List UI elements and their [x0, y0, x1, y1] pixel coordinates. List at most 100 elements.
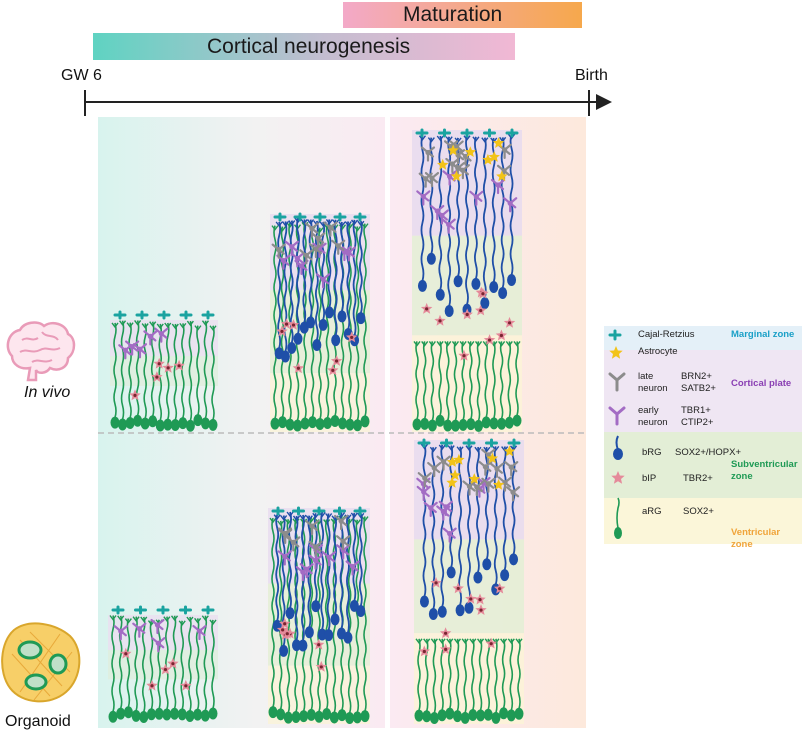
arg-endfoot — [194, 617, 202, 624]
late-neuron-soma — [312, 544, 319, 550]
arg-endfoot — [134, 320, 142, 326]
cajal-retzius-cell — [312, 506, 326, 516]
arg-endfoot — [156, 323, 164, 330]
early-neuron-soma — [446, 173, 453, 180]
brg-cell — [446, 566, 456, 579]
brg-cell — [337, 310, 347, 323]
astrocyte — [482, 153, 494, 165]
brg-cell — [304, 626, 314, 639]
cajal-retzius-cell — [201, 605, 215, 615]
arg-cell — [125, 416, 135, 429]
arg-endfoot — [423, 638, 431, 644]
arg-endfoot — [209, 325, 217, 331]
legend-cortical-plate: Cortical plate — [731, 378, 792, 389]
arg-fiber — [499, 341, 504, 419]
arg-cell — [506, 709, 516, 722]
arg-cell — [437, 709, 447, 722]
arg-cell — [322, 708, 332, 721]
arg-fiber — [278, 520, 283, 710]
early-neuron-soma — [312, 557, 319, 564]
arg-endfoot — [446, 638, 454, 644]
arg-fiber — [157, 619, 161, 709]
cajal-retzius-cell — [111, 605, 125, 615]
legend-brg-label: bRG — [642, 447, 662, 458]
arg-cell — [422, 710, 432, 723]
arg-endfoot — [505, 340, 513, 347]
legend-bip-label: bIP — [642, 473, 657, 484]
brg-fiber — [482, 137, 487, 299]
arg-fiber — [492, 341, 496, 419]
late-neuron-soma — [290, 539, 296, 545]
arg-cell — [133, 414, 143, 427]
arg-cell — [270, 417, 280, 430]
arg-cell — [276, 708, 286, 721]
early-neuron-soma — [147, 333, 153, 340]
early-neuron-soma — [350, 563, 356, 570]
bip-nucleus — [481, 292, 485, 296]
brg-endfoot — [472, 136, 480, 142]
arg-endfoot — [361, 516, 369, 522]
astrocyte — [449, 469, 461, 481]
brg-endfoot — [474, 446, 482, 453]
bip-nucleus — [425, 307, 429, 311]
cajal-retzius-cell — [485, 438, 498, 448]
bip-nucleus — [444, 647, 448, 651]
cajal-retzius-cell — [353, 212, 367, 222]
legend-early-line-2: neuron — [638, 417, 668, 428]
late-neuron-soma — [431, 465, 437, 471]
cajal-retzius-cell — [415, 128, 429, 138]
bip-nucleus — [291, 323, 296, 327]
brg-endfoot — [427, 137, 435, 143]
early-neuron-soma — [137, 346, 143, 352]
late-neuron-soma — [303, 252, 309, 258]
astrocyte — [446, 456, 459, 467]
cajal-retzius-cell — [134, 605, 147, 615]
brg-endfoot — [307, 219, 315, 225]
legend-cajal-icon — [608, 329, 622, 341]
arg-fiber — [126, 618, 131, 708]
brg-cell — [280, 350, 290, 363]
brg-cell — [417, 279, 427, 292]
arg-endfoot — [118, 320, 127, 326]
arg-fiber — [455, 638, 460, 712]
column-organoid-late — [414, 438, 524, 724]
arg-fiber — [273, 225, 277, 419]
svz-band — [110, 356, 218, 386]
arg-fiber — [181, 323, 185, 419]
arg-cell — [353, 419, 362, 432]
arg-fiber — [415, 341, 419, 420]
brg-cell — [292, 639, 301, 652]
brg-endfoot — [344, 221, 352, 227]
brg-endfoot — [325, 219, 333, 225]
arg-cell — [299, 710, 309, 723]
brg-cell — [330, 613, 340, 626]
bip-nucleus — [155, 375, 159, 379]
brg-fiber — [346, 514, 350, 633]
arg-endfoot — [513, 340, 521, 347]
brg-fiber — [275, 514, 280, 622]
arg-fiber — [486, 638, 491, 710]
arg-fiber — [447, 638, 452, 709]
arg-fiber — [113, 322, 117, 418]
row-divider — [98, 432, 588, 434]
brg-cell — [426, 252, 436, 265]
brg-fiber — [326, 513, 331, 631]
brg-cell — [471, 277, 481, 290]
bip-nucleus — [296, 366, 300, 370]
arg-cell — [323, 417, 332, 430]
brg-cell — [356, 312, 366, 325]
cajal-retzius-cell — [293, 212, 307, 222]
bip-nucleus — [479, 608, 483, 612]
early-neuron-soma — [136, 626, 142, 632]
neurogenesis-bar — [93, 33, 515, 60]
legend-brg-markers: SOX2+/HOPX+ — [675, 447, 742, 458]
bip-nucleus — [331, 368, 335, 372]
arg-fiber — [211, 325, 215, 421]
astrocyte — [488, 151, 500, 162]
column-organoid-early — [108, 605, 218, 724]
arg-cell — [414, 709, 424, 722]
early-neuron-soma — [326, 554, 332, 560]
arg-fiber — [188, 320, 193, 421]
arg-cell — [208, 418, 218, 431]
bip-nucleus — [478, 598, 482, 602]
